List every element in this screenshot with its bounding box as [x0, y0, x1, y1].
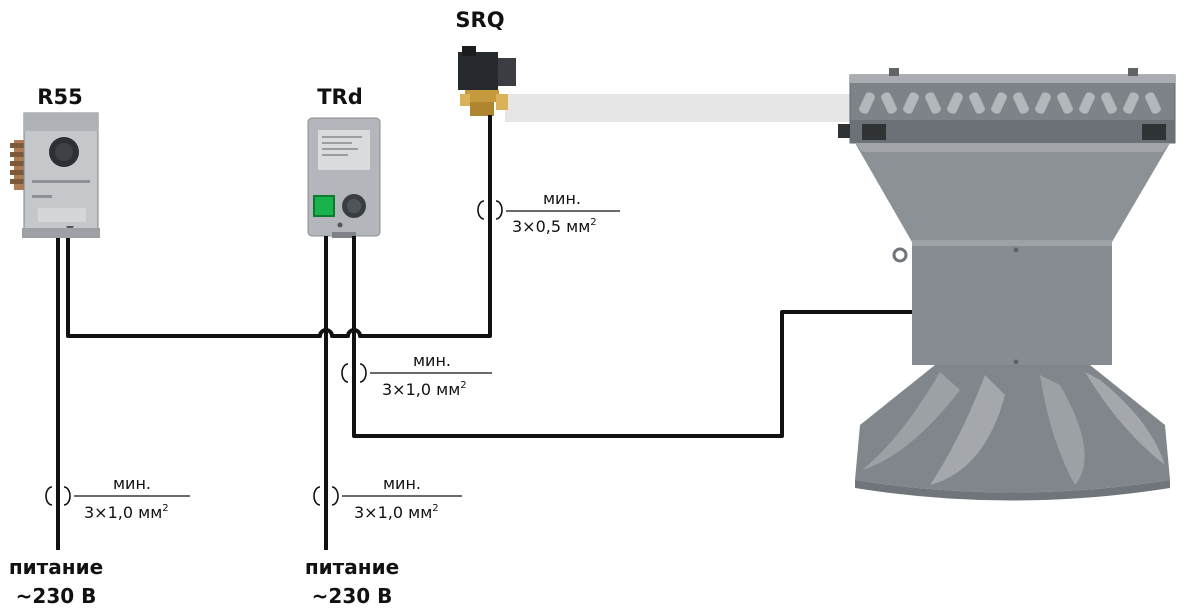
air-heater-unit — [838, 68, 1176, 501]
wire-trd-heater — [352, 236, 912, 438]
power-label-trd-line1: питание — [305, 555, 399, 579]
cable-trd-power-min: мин. — [383, 474, 421, 493]
valve-duct — [505, 94, 855, 122]
heater-cylinder — [912, 240, 1112, 365]
cable-srq-min: мин. — [543, 189, 581, 208]
heater-louvers — [859, 92, 1161, 114]
wiring — [56, 115, 912, 550]
hinge-right — [1142, 124, 1166, 140]
trd-controller — [307, 117, 381, 238]
cable-marker-r55-power — [45, 486, 190, 506]
cable-srq-spec: 3×0,5 мм2 — [512, 217, 597, 236]
cable-r55-power-min: мин. — [113, 474, 151, 493]
cable-marker-trd-power — [313, 486, 462, 506]
label-srq: SRQ — [455, 8, 504, 32]
cable-trd-power-spec: 3×1,0 мм2 — [354, 503, 439, 522]
srq-valve — [458, 46, 516, 116]
label-r55: R55 — [37, 85, 82, 109]
power-label-r55-line1: питание — [9, 555, 103, 579]
cable-r55-power-spec: 3×1,0 мм2 — [84, 503, 169, 522]
hinge-left — [862, 124, 886, 140]
cable-marker-trd-heater — [341, 363, 492, 383]
heater-funnel — [855, 143, 1170, 242]
power-label-r55-line2: ~230 В — [16, 584, 97, 608]
trd-power-switch — [313, 195, 335, 217]
cable-marker-srq — [477, 200, 620, 220]
r55-controller — [10, 112, 100, 238]
wire-r55-srq — [66, 115, 492, 338]
cable-trd-heater-spec: 3×1,0 мм2 — [382, 380, 467, 399]
cable-trd-heater-min: мин. — [413, 351, 451, 370]
label-trd: TRd — [317, 85, 363, 109]
power-label-trd-line2: ~230 В — [312, 584, 393, 608]
